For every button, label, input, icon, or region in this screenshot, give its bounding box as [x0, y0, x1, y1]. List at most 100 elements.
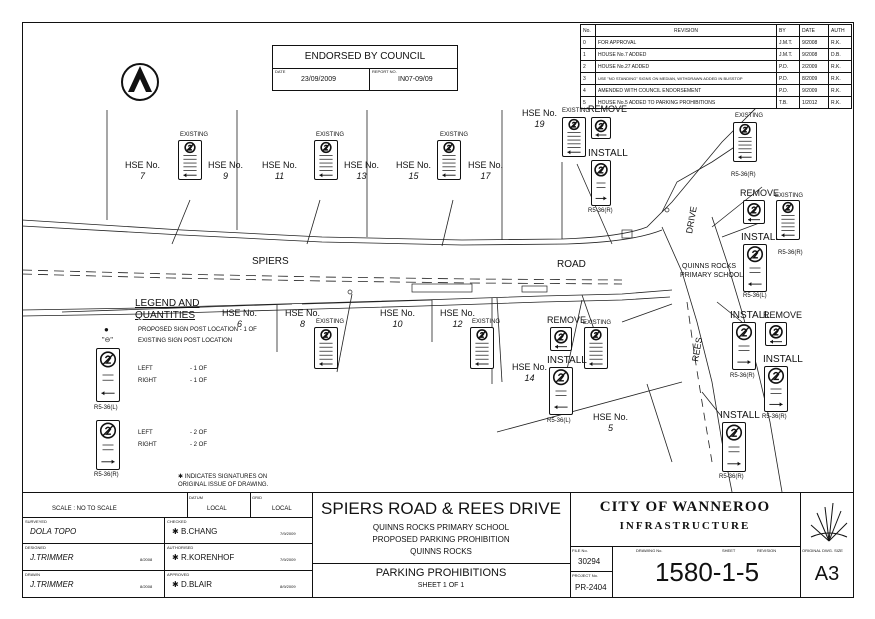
checked-value: ✱ B.CHANG [172, 527, 218, 536]
designed-label: DESIGNED [25, 545, 46, 550]
arrow-left-icon [475, 362, 479, 366]
arrow-right-icon [737, 461, 741, 466]
approved-value: ✱ D.BLAIR [172, 580, 213, 589]
street-label-spiers: SPIERS [252, 256, 289, 267]
endorsement-title: ENDORSED BY COUNCIL [304, 51, 426, 62]
project-value: PR-2404 [575, 583, 607, 592]
house-label-9: HSE No.9 [208, 160, 244, 181]
file-value: 30294 [578, 557, 601, 566]
no-stopping-icon [184, 141, 196, 154]
drawing-subtitle-2: PROPOSED PARKING PROHIBITION [372, 535, 510, 544]
arrow-left-icon [589, 362, 593, 366]
checked-label: CHECKED [167, 519, 187, 524]
no-stopping-icon [767, 367, 785, 384]
no-stopping-icon [552, 369, 570, 386]
no-stopping-icon [739, 123, 751, 136]
house-label-19: HSE No.19 [522, 108, 558, 129]
title-block: SCALE : NO TO SCALE DATUM LOCAL GRID LOC… [22, 492, 854, 598]
drawing-subtitle-1: QUINNS ROCKS PRIMARY SCHOOL [372, 523, 510, 532]
arrow-left-icon [595, 133, 599, 137]
authorised-date: 7/9/2009 [280, 557, 296, 562]
sign-code: R5-36(L) [743, 293, 767, 299]
wanneroo-reeds-logo-icon [810, 502, 848, 542]
no-stopping-icon [594, 119, 608, 133]
arrow-left-icon [442, 173, 446, 178]
install-sign-right [591, 160, 611, 206]
legend-qty: - 1 OF [190, 378, 208, 384]
existing-sign [314, 327, 338, 369]
school-label-line2: PRIMARY SCHOOL [680, 272, 743, 279]
authorised-label: AUTHORISED [167, 545, 194, 550]
city-dept: INFRASTRUCTURE [619, 520, 751, 532]
datum-value: LOCAL [207, 506, 227, 512]
existing-sign [314, 140, 338, 180]
city-logo: CITY OF WANNEROO INFRASTRUCTURE [570, 499, 800, 532]
approved-date: 8/9/2009 [280, 584, 296, 589]
install-sign-left [549, 367, 573, 415]
surveyed-value: DOLA TOPO [30, 527, 77, 536]
table-row: No. REVISION BY DATE AUTH [580, 24, 852, 37]
legend-sign-right [96, 420, 120, 470]
endorsement-date-label: DATE [275, 69, 286, 74]
legend-qty: - 2 OF [190, 442, 208, 448]
legend-right: RIGHT [138, 378, 157, 384]
sign-code: R5-36(R) [94, 472, 119, 478]
existing-sign [178, 140, 202, 180]
asterisk-icon: ✱ [172, 553, 179, 562]
existing-label: EXISTING [440, 132, 469, 138]
remove-label: REMOVE [588, 104, 628, 114]
drawn-label: DRAWN [25, 572, 40, 577]
remove-label: REMOVE [763, 310, 803, 320]
legend-sign-left [96, 348, 120, 402]
endorsement-report-label: REPORT NO. [372, 69, 397, 74]
sign-code: R5-36(R) [762, 414, 787, 420]
legend-left: LEFT [138, 366, 153, 372]
spiers-road-north-kerb [22, 225, 663, 246]
drawn-date: 8/2008 [140, 584, 153, 589]
legend-qty: - 2 OF [190, 430, 208, 436]
remove-label: REMOVE [547, 315, 587, 325]
drawing-number: 1580-1-5 [654, 557, 760, 587]
remove-sign [743, 200, 765, 224]
sign-code: R5-36(R) [730, 373, 755, 379]
scale-label: SCALE : NO TO SCALE [52, 506, 117, 512]
no-stopping-icon [99, 351, 117, 368]
no-stopping-icon [594, 163, 608, 177]
arrow-right-icon [603, 196, 607, 201]
existing-sign [562, 117, 586, 157]
sheet-title: PARKING PROHIBITIONS [375, 567, 507, 579]
house-label-11: HSE No.11 [262, 160, 298, 181]
arrow-right-icon [747, 360, 751, 365]
sign-code: R5-36(L) [547, 418, 571, 424]
grid-label: GRID [252, 495, 262, 500]
no-stopping-icon [746, 246, 764, 263]
drawing-no-label: DRAWING No. [636, 548, 663, 553]
spiers-road-south-edge [22, 289, 673, 311]
legend-proposed: PROPOSED SIGN POST LOCATION - 1 OF [138, 327, 257, 333]
size-label: ORIGINAL DWG. SIZE [802, 548, 843, 553]
install-label: INSTALL [720, 410, 760, 421]
checked-date: 7/9/2009 [280, 531, 296, 536]
street-label-drive: DRIVE [684, 206, 699, 235]
arrow-left-icon [748, 217, 751, 222]
existing-label: EXISTING [562, 108, 591, 114]
arrow-left-icon [738, 155, 742, 160]
legend-left: LEFT [138, 430, 153, 436]
no-stopping-icon [99, 422, 117, 439]
install-sign-right [722, 422, 746, 472]
no-stopping-icon [769, 325, 783, 339]
install-label: INSTALL [588, 148, 628, 159]
no-stopping-icon [320, 141, 332, 154]
arrow-left-icon [781, 233, 785, 238]
sheet-number: SHEET 1 OF 1 [417, 582, 465, 589]
asterisk-icon: ✱ [172, 580, 179, 589]
install-sign-right [732, 322, 756, 370]
existing-label: EXISTING [775, 193, 804, 199]
drawing-subtitle-3: QUINNS ROCKS [410, 547, 472, 556]
arrow-left-icon [183, 173, 187, 178]
